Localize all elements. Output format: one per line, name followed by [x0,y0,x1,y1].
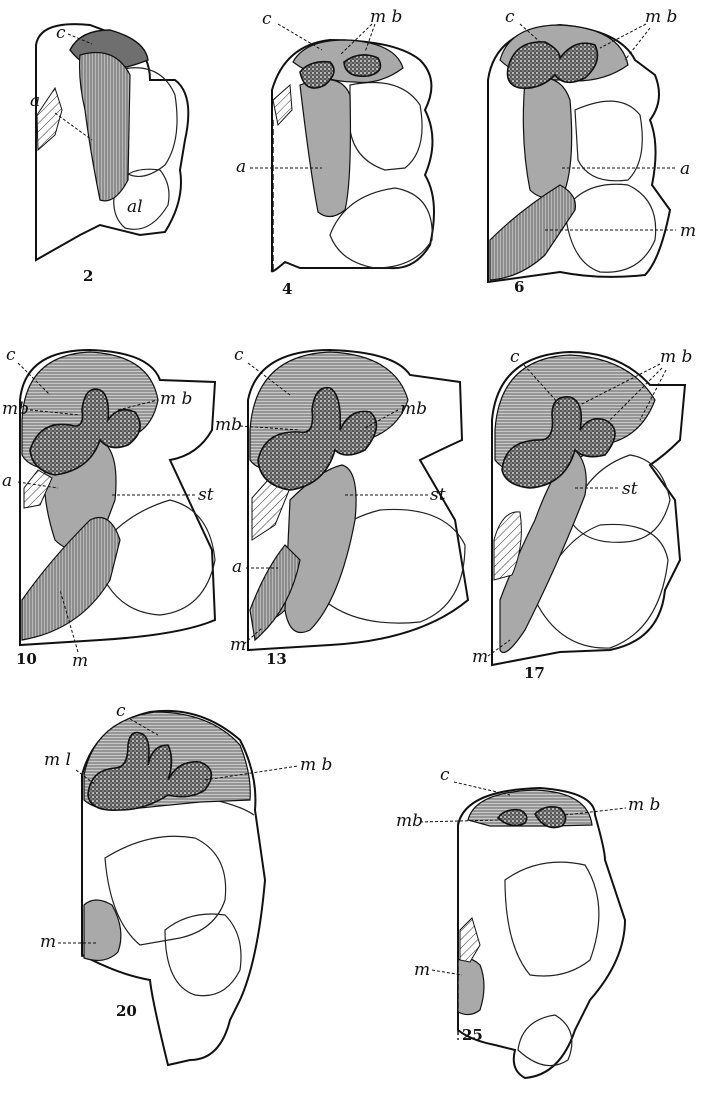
label-mb-left: m l [44,750,71,770]
section-outline [458,788,625,1078]
hatched-wedge [273,85,292,125]
tissue-st [285,465,356,633]
label-mb-right: m b [628,795,660,815]
label-m: m [72,651,88,671]
otic-vesicle [505,862,599,976]
label-m: m [230,635,246,655]
otic-vesicle [105,836,226,945]
tissue-a [300,79,350,216]
lower-vesicle [518,1015,572,1066]
otic-vesicle [575,101,642,181]
label-mb-left: mb [2,399,29,419]
figure-number: 10 [16,650,37,668]
figure-4: c m b a 4 [236,7,434,298]
figure-10: c mb m b a st m 10 [2,345,215,671]
figure-number: 17 [524,664,545,682]
label-al: al [127,197,143,217]
tissue-m [490,185,575,280]
label-mb-left: mb [215,415,242,435]
label-c: c [6,345,16,365]
label-st: st [198,485,214,505]
figure-25: c mb m b m 25 [396,765,660,1078]
lower-vesicle [165,914,241,996]
medullary-bud-right [344,55,380,76]
label-a: a [232,557,242,577]
label-m: m [680,221,696,241]
figure-number: 2 [83,267,93,285]
figure-2: c a al 2 [30,23,188,285]
figure-13: c mb mb a st m 13 [215,345,468,668]
label-a: a [236,157,246,177]
tissue-a [523,78,571,198]
label-mb-left: mb [396,811,423,831]
label-mb-right: m b [160,389,192,409]
label-a: a [2,471,12,491]
figure-number: 4 [282,280,292,298]
label-c: c [116,701,126,721]
hatched-wedge [37,88,62,150]
label-c: c [234,345,244,365]
otic-vesicle [350,83,422,171]
tissue-m [458,958,484,1014]
figure-6: c m b a m 6 [488,7,696,296]
label-st: st [622,479,638,499]
label-mb: m b [660,347,692,367]
label-a: a [30,91,40,111]
label-c: c [56,23,66,43]
label-c: c [262,9,272,29]
figure-number: 13 [266,650,287,668]
label-m: m [40,932,56,952]
label-m: m [414,960,430,980]
label-mb-right: m b [300,755,332,775]
label-st: st [430,485,446,505]
hatched-wedge [460,918,480,962]
figure-20: c m l m b m 20 [40,701,332,1065]
figure-number: 20 [116,1002,137,1020]
label-mb: m b [645,7,677,27]
label-m: m [472,647,488,667]
tissue-a [80,53,130,201]
label-a: a [680,159,690,179]
figure-17: c m b st m 17 [472,347,692,682]
figure-number: 25 [462,1026,483,1044]
label-c: c [510,347,520,367]
figure-number: 6 [514,278,524,296]
lower-vesicle [565,184,656,272]
label-c: c [505,7,515,27]
label-mb-right: mb [400,399,427,419]
label-c: c [440,765,450,785]
